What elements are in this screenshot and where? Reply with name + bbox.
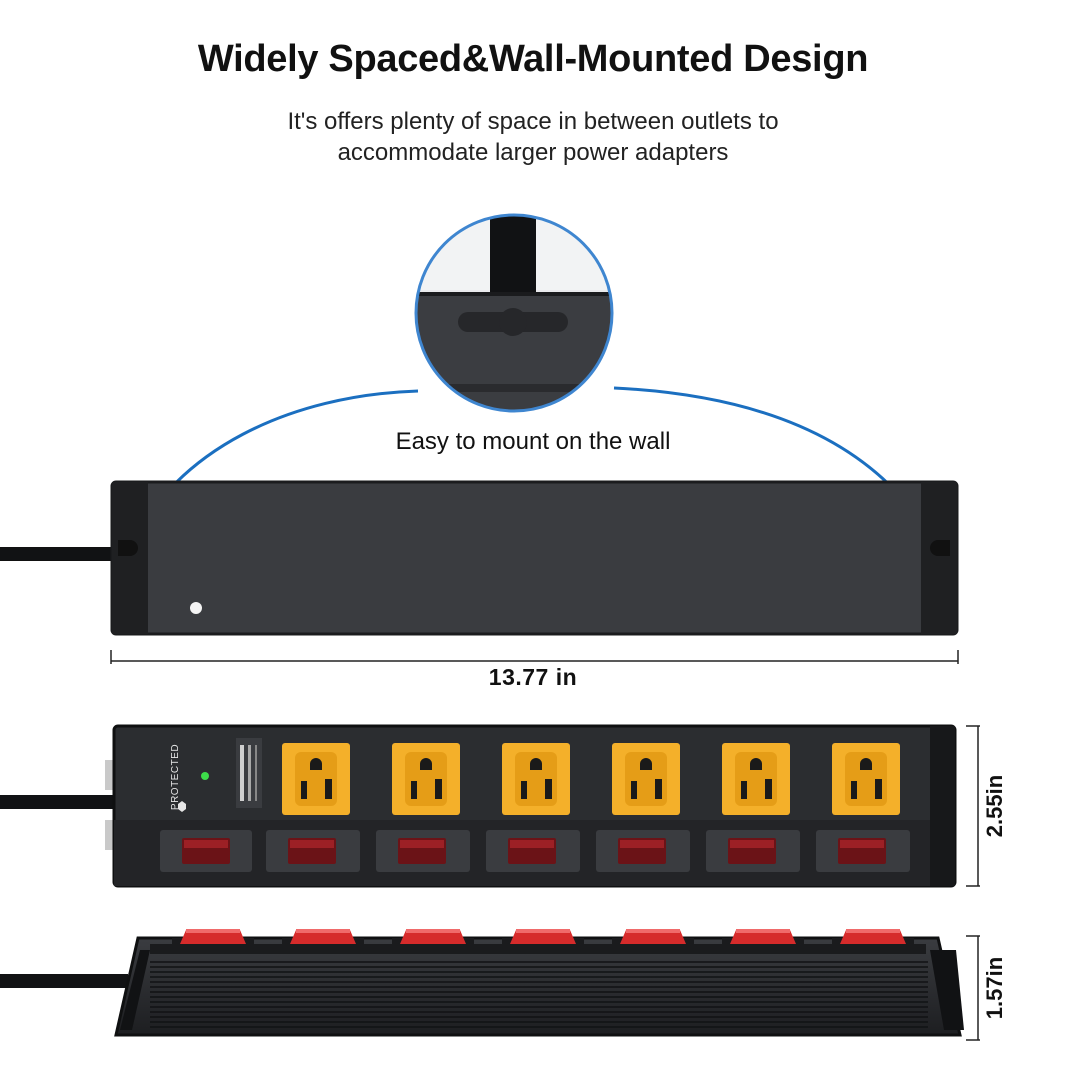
back-view-strip	[0, 480, 959, 636]
outlet-5	[722, 743, 790, 815]
side-switch-2[interactable]	[282, 929, 364, 950]
shield-icon	[178, 801, 186, 812]
power-cord-icon	[0, 548, 112, 560]
front-view-strip	[0, 724, 957, 888]
height-side-label: 1.57in	[982, 956, 1007, 1020]
page-subtitle: It's offers plenty of space in between o…	[0, 106, 1066, 168]
subtitle-line-1: It's offers plenty of space in between o…	[287, 108, 779, 135]
front-switch-2[interactable]	[376, 830, 470, 872]
width-dimension-line	[110, 650, 959, 664]
outlet-group	[282, 743, 900, 815]
mount-caption: Easy to mount on the wall	[395, 428, 671, 455]
side-switch-5[interactable]	[612, 929, 694, 950]
front-switch-5[interactable]	[706, 830, 800, 872]
indicator-dot	[190, 602, 202, 614]
magnifier-detail	[414, 213, 614, 413]
protected-label: PROTECTED	[170, 743, 181, 811]
side-switch-1[interactable]	[172, 929, 254, 950]
page-title: Widely Spaced&Wall-Mounted Design	[197, 38, 869, 80]
front-switch-group	[160, 830, 910, 872]
side-switch-6[interactable]	[722, 929, 804, 950]
side-switch-7[interactable]	[832, 929, 914, 950]
front-switch-6[interactable]	[816, 830, 910, 872]
outlet-6	[832, 743, 900, 815]
power-cord-icon	[0, 795, 118, 809]
height-dimension-front	[966, 725, 980, 887]
outlet-1	[282, 743, 350, 815]
protected-led	[201, 772, 209, 780]
width-dimension-label: 13.77 in	[488, 664, 578, 690]
height-dimension-side	[966, 935, 980, 1041]
keyhole-slot-icon	[930, 540, 950, 556]
front-switch-4[interactable]	[596, 830, 690, 872]
outlet-2	[392, 743, 460, 815]
outlet-3	[502, 743, 570, 815]
side-view-strip	[0, 936, 964, 1037]
height-front-label: 2.55in	[982, 774, 1007, 838]
side-switch-group	[172, 929, 914, 950]
side-switch-4[interactable]	[502, 929, 584, 950]
mount-screw-icon	[490, 215, 536, 300]
power-cord-icon	[0, 974, 128, 988]
side-switch-3[interactable]	[392, 929, 474, 950]
outlet-4	[612, 743, 680, 815]
master-switch[interactable]	[160, 830, 252, 872]
keyhole-slot-icon	[118, 540, 138, 556]
front-switch-3[interactable]	[486, 830, 580, 872]
front-switch-1[interactable]	[266, 830, 360, 872]
subtitle-line-2: accommodate larger power adapters	[337, 139, 729, 166]
